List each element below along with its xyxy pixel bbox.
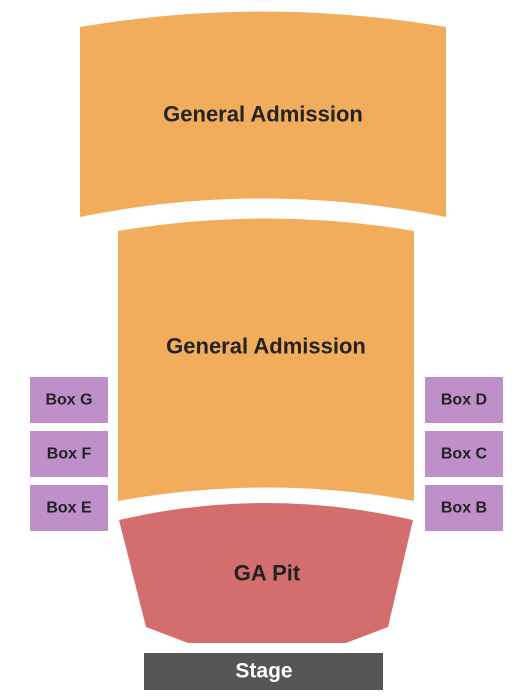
- section-general-admission-upper[interactable]: General Admission: [80, 11, 446, 218]
- box-f-shape[interactable]: [30, 431, 108, 477]
- box-b-shape[interactable]: [425, 485, 503, 531]
- section-box-g[interactable]: Box G: [30, 377, 108, 423]
- section-ga-pit[interactable]: GA Pit: [119, 503, 413, 643]
- stage: Stage: [144, 653, 383, 690]
- section-box-b[interactable]: Box B: [425, 485, 503, 531]
- section-box-c[interactable]: Box C: [425, 431, 503, 477]
- box-e-shape[interactable]: [30, 485, 108, 531]
- ga-pit-shape[interactable]: [119, 503, 413, 643]
- section-box-e[interactable]: Box E: [30, 485, 108, 531]
- section-box-f[interactable]: Box F: [30, 431, 108, 477]
- box-d-shape[interactable]: [425, 377, 503, 423]
- box-g-shape[interactable]: [30, 377, 108, 423]
- box-c-shape[interactable]: [425, 431, 503, 477]
- section-general-admission-lower[interactable]: General Admission: [118, 218, 414, 502]
- stage-shape: [144, 653, 383, 690]
- general-admission-lower-shape[interactable]: [118, 218, 414, 502]
- section-box-d[interactable]: Box D: [425, 377, 503, 423]
- general-admission-upper-shape[interactable]: [80, 11, 446, 218]
